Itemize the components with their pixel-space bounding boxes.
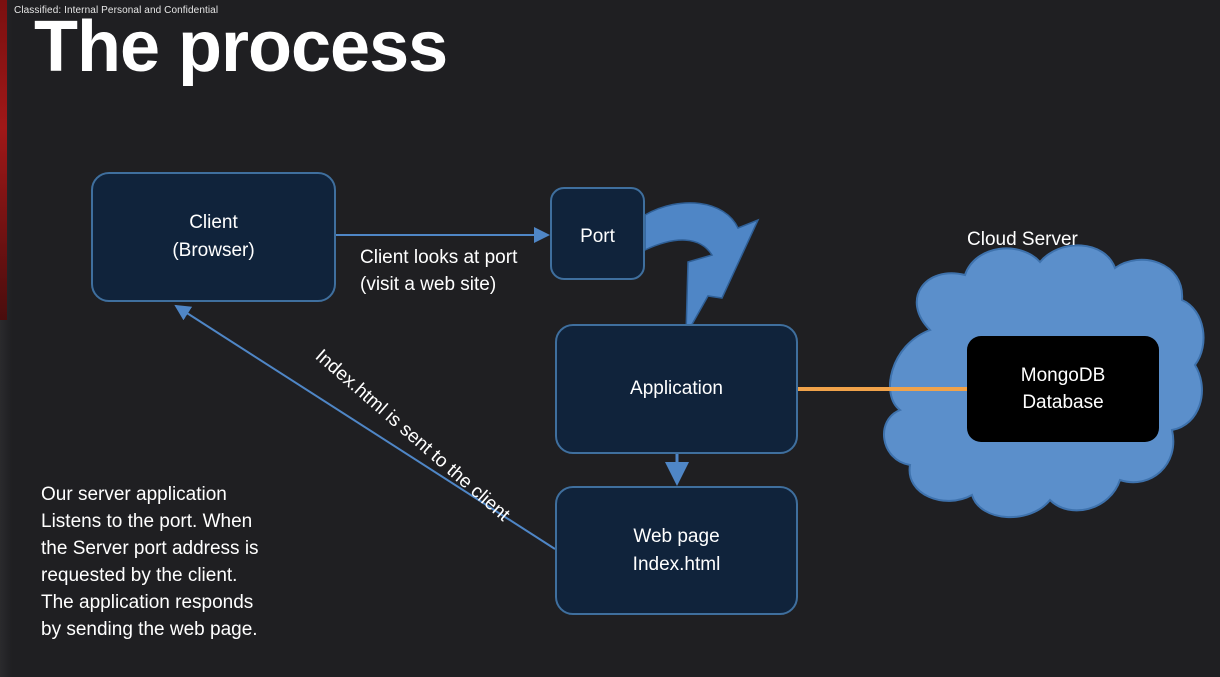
- client-to-port-label: Client looks at port (visit a web site): [360, 247, 518, 295]
- application-label: Application: [630, 378, 723, 399]
- web-page-label: Web page Index.html: [632, 525, 721, 575]
- curved-arrow-port-to-app: [644, 202, 760, 336]
- web-page-node: Web page Index.html: [555, 486, 798, 615]
- window-edge-accent: [0, 0, 7, 320]
- port-label: Port: [580, 226, 615, 247]
- port-node: Port: [550, 187, 645, 280]
- mongodb-database-label: MongoDB Database: [1020, 365, 1106, 413]
- application-node: Application: [555, 324, 798, 454]
- mongodb-database-node: MongoDB Database: [967, 336, 1159, 442]
- page-title: The process: [34, 7, 448, 87]
- client-browser-node: Client (Browser): [91, 172, 336, 302]
- arrow-web-to-client: [174, 304, 556, 550]
- process-description: Our server application Listens to the po…: [41, 484, 259, 640]
- client-browser-label: Client (Browser): [172, 212, 255, 261]
- classification-label: Classified: Internal Personal and Confid…: [14, 5, 219, 16]
- cloud-server-label: Cloud Server: [967, 229, 1078, 250]
